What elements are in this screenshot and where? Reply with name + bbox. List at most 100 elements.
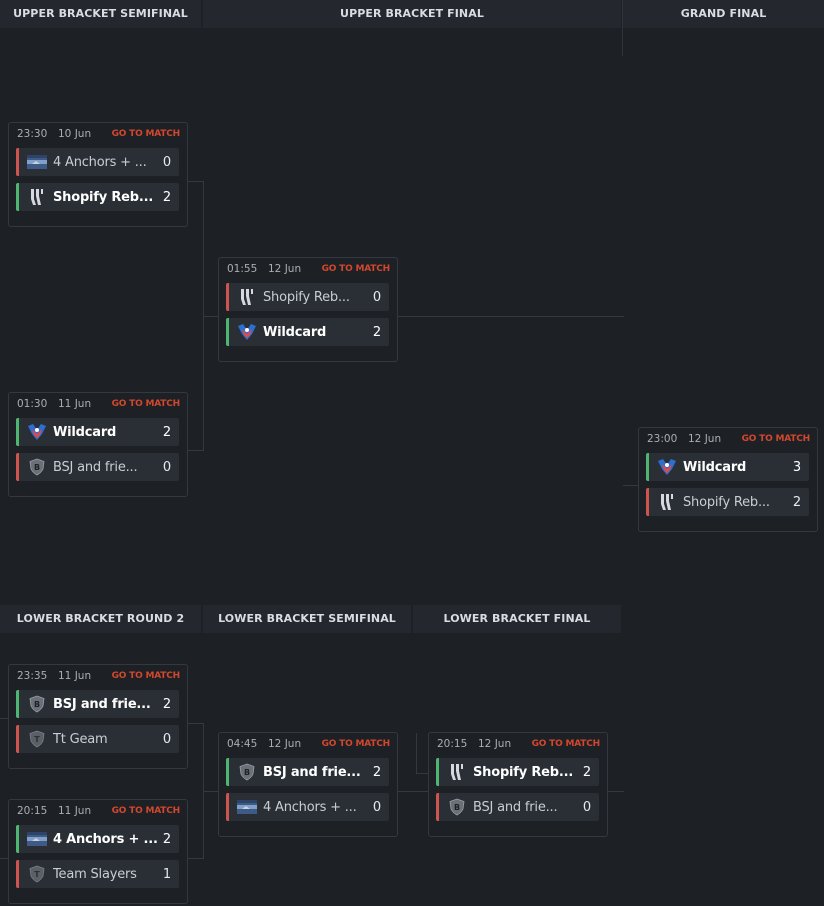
team-row[interactable]: B BSJ and frie... 2 xyxy=(226,758,389,786)
bracket-connector xyxy=(0,718,9,719)
svg-text:T: T xyxy=(34,735,40,744)
team-name: 4 Anchors + ... xyxy=(263,799,357,815)
svg-text:B: B xyxy=(34,700,40,709)
team-score: 2 xyxy=(162,189,172,205)
team-name: Shopify Reb... xyxy=(53,189,154,205)
column-header-lower-round-2: LOWER BRACKET ROUND 2 xyxy=(0,605,201,633)
team-row[interactable]: B BSJ and frie... 0 xyxy=(16,453,179,481)
team-row[interactable]: 4 Anchors + ... 0 xyxy=(226,793,389,821)
go-to-match-link[interactable]: GO TO MATCH xyxy=(111,399,181,409)
go-to-match-link[interactable]: GO TO MATCH xyxy=(531,739,601,749)
team-name: Tt Geam xyxy=(53,731,108,747)
match-header: 01:30 11 Jun GO TO MATCH xyxy=(17,398,180,412)
team-name: Wildcard xyxy=(53,424,117,440)
match-card[interactable]: 01:30 11 Jun GO TO MATCH Wildcard 2 B BS… xyxy=(8,392,188,497)
wildcard-logo xyxy=(237,322,257,342)
match-card[interactable]: 20:15 11 Jun GO TO MATCH 4 Anchors + ...… xyxy=(8,799,188,904)
team-row[interactable]: T Tt Geam 0 xyxy=(16,725,179,753)
match-header: 04:45 12 Jun GO TO MATCH xyxy=(227,738,390,752)
go-to-match-link[interactable]: GO TO MATCH xyxy=(741,434,811,444)
team-row[interactable]: 4 Anchors + ... 2 xyxy=(16,825,179,853)
match-header: 23:30 10 Jun GO TO MATCH xyxy=(17,128,180,142)
team-row[interactable]: B BSJ and frie... 0 xyxy=(436,793,599,821)
team-name: 4 Anchors + ... xyxy=(53,154,147,170)
team-score: 2 xyxy=(372,324,382,340)
match-time: 20:15 xyxy=(437,738,468,750)
team-name: BSJ and frie... xyxy=(263,764,361,780)
bracket-connector xyxy=(0,858,9,859)
team-score: 2 xyxy=(162,424,172,440)
shopify-rebellion-logo xyxy=(27,187,47,207)
match-time: 01:55 xyxy=(227,263,258,275)
match-date: 11 Jun xyxy=(58,398,92,410)
team-name: Wildcard xyxy=(683,459,747,475)
svg-text:B: B xyxy=(454,803,460,812)
team-name: Shopify Reb... xyxy=(263,289,350,305)
team-score: 1 xyxy=(162,866,172,882)
match-date: 11 Jun xyxy=(58,670,92,682)
column-header-grand-final: GRAND FINAL xyxy=(623,0,824,28)
column-header-upper-semifinal: UPPER BRACKET SEMIFINAL xyxy=(0,0,201,28)
match-date: 11 Jun xyxy=(58,805,92,817)
match-header: 20:15 11 Jun GO TO MATCH xyxy=(17,805,180,819)
team-row[interactable]: Shopify Reb... 2 xyxy=(16,183,179,211)
team-score: 0 xyxy=(372,289,382,305)
shopify-rebellion-logo xyxy=(447,762,467,782)
team-row[interactable]: Shopify Reb... 2 xyxy=(436,758,599,786)
go-to-match-link[interactable]: GO TO MATCH xyxy=(111,129,181,139)
team-row[interactable]: Wildcard 2 xyxy=(16,418,179,446)
shield-t-icon: T xyxy=(27,864,47,884)
go-to-match-link[interactable]: GO TO MATCH xyxy=(111,671,181,681)
svg-text:T: T xyxy=(34,870,40,879)
team-score: 2 xyxy=(792,494,802,510)
match-time: 04:45 xyxy=(227,738,258,750)
go-to-match-link[interactable]: GO TO MATCH xyxy=(321,739,391,749)
team-score: 0 xyxy=(372,799,382,815)
match-card[interactable]: 23:35 11 Jun GO TO MATCH B BSJ and frie.… xyxy=(8,664,188,769)
team-name: Shopify Reb... xyxy=(473,764,574,780)
bracket-connector xyxy=(187,723,203,724)
team-row[interactable]: T Team Slayers 1 xyxy=(16,860,179,888)
svg-text:B: B xyxy=(34,463,40,472)
team-name: Wildcard xyxy=(263,324,327,340)
team-score: 0 xyxy=(162,154,172,170)
column-header-lower-semifinal: LOWER BRACKET SEMIFINAL xyxy=(203,605,411,633)
match-header: 20:15 12 Jun GO TO MATCH xyxy=(437,738,600,752)
match-header: 23:00 12 Jun GO TO MATCH xyxy=(647,433,810,447)
team-name: BSJ and frie... xyxy=(53,459,138,475)
team-row[interactable]: Wildcard 3 xyxy=(646,453,809,481)
team-row[interactable]: Shopify Reb... 0 xyxy=(226,283,389,311)
match-card[interactable]: 20:15 12 Jun GO TO MATCH Shopify Reb... … xyxy=(428,732,608,837)
team-row[interactable]: Shopify Reb... 2 xyxy=(646,488,809,516)
match-time: 20:15 xyxy=(17,805,48,817)
team-score: 2 xyxy=(162,831,172,847)
bracket-connector xyxy=(623,485,639,486)
svg-text:B: B xyxy=(244,768,250,777)
match-card[interactable]: 23:30 10 Jun GO TO MATCH 4 Anchors + ...… xyxy=(8,122,188,227)
match-card[interactable]: 01:55 12 Jun GO TO MATCH Shopify Reb... … xyxy=(218,257,398,362)
team-row[interactable]: 4 Anchors + ... 0 xyxy=(16,148,179,176)
shopify-rebellion-logo xyxy=(237,287,257,307)
team-score: 0 xyxy=(162,459,172,475)
match-card[interactable]: 23:00 12 Jun GO TO MATCH Wildcard 3 Shop… xyxy=(638,427,818,532)
shopify-rebellion-logo xyxy=(657,492,677,512)
match-card[interactable]: 04:45 12 Jun GO TO MATCH B BSJ and frie.… xyxy=(218,732,398,837)
team-row[interactable]: Wildcard 2 xyxy=(226,318,389,346)
match-date: 10 Jun xyxy=(58,128,92,140)
shield-b-icon: B xyxy=(237,762,257,782)
bracket-connector xyxy=(397,791,429,792)
team-name: 4 Anchors + ... xyxy=(53,831,157,847)
match-header: 01:55 12 Jun GO TO MATCH xyxy=(227,263,390,277)
bracket-connector xyxy=(187,858,203,859)
flag-icon xyxy=(237,797,257,817)
go-to-match-link[interactable]: GO TO MATCH xyxy=(321,264,391,274)
wildcard-logo xyxy=(657,457,677,477)
shield-b-icon: B xyxy=(27,694,47,714)
team-row[interactable]: B BSJ and frie... 2 xyxy=(16,690,179,718)
team-score: 0 xyxy=(162,731,172,747)
column-header-upper-final: UPPER BRACKET FINAL xyxy=(203,0,621,28)
team-score: 2 xyxy=(372,764,382,780)
go-to-match-link[interactable]: GO TO MATCH xyxy=(111,806,181,816)
match-time: 01:30 xyxy=(17,398,48,410)
shield-b-icon: B xyxy=(447,797,467,817)
